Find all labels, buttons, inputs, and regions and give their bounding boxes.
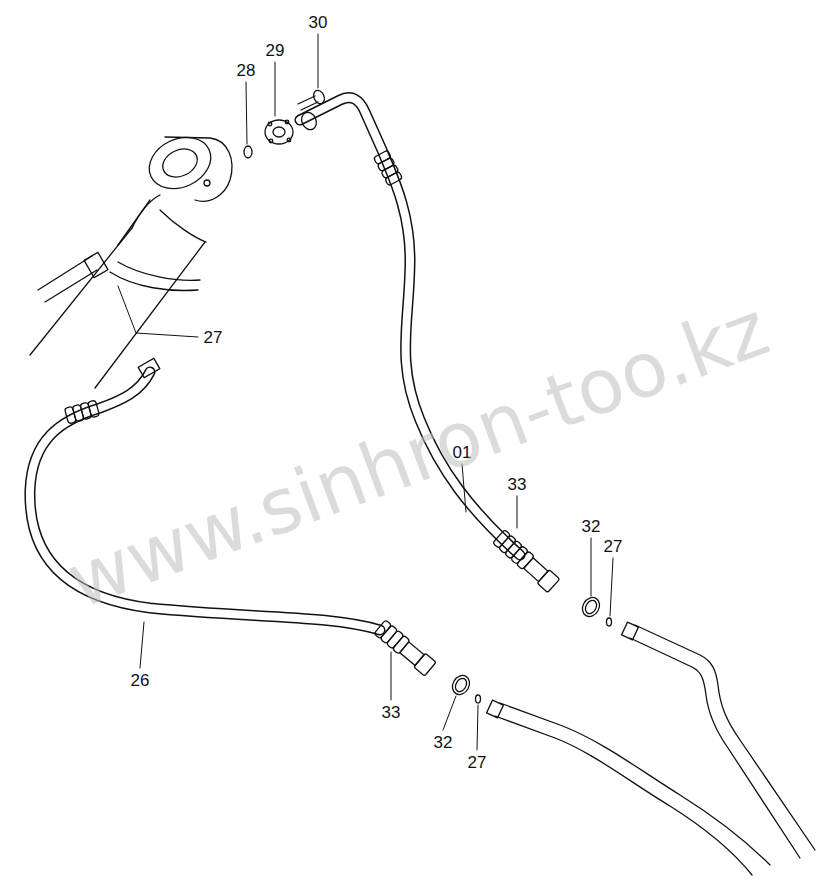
callout-number: 29: [266, 42, 285, 59]
callout-number: 27: [204, 329, 223, 346]
callout-number: 27: [468, 754, 487, 771]
callout-number: 33: [508, 476, 527, 493]
seal-rings: [449, 594, 611, 703]
callout-number: 26: [131, 672, 150, 689]
callout-number: 28: [237, 62, 256, 79]
flange-parts: [244, 89, 326, 158]
callout-number: 30: [309, 14, 328, 31]
callout-number: 32: [434, 734, 453, 751]
watermark: www.sinhron-too.kz: [58, 291, 778, 621]
pipe-left: [38, 252, 108, 302]
callout-number: 27: [604, 538, 623, 555]
cylinder: [30, 128, 232, 388]
callout-number: 32: [582, 518, 601, 535]
callout-number: 33: [382, 704, 401, 721]
steel-pipes: [487, 622, 815, 875]
